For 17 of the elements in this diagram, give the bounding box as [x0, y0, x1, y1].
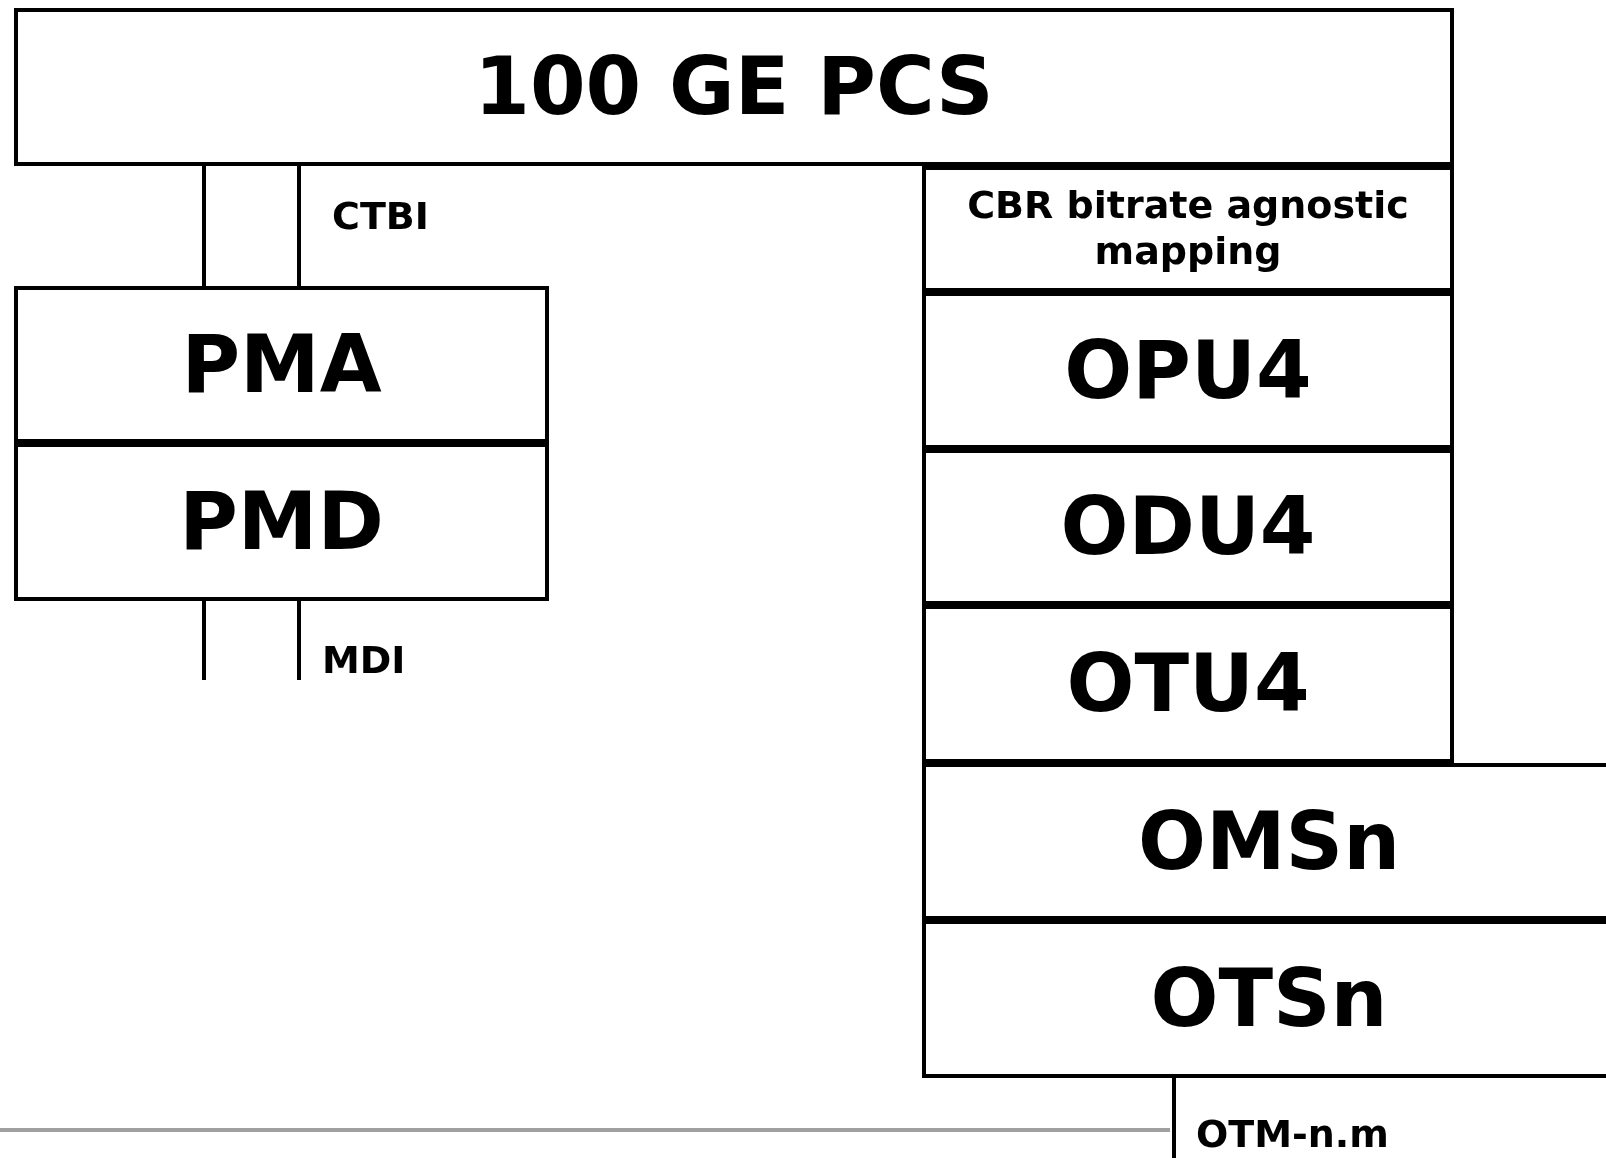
connector-line — [202, 166, 206, 286]
interface-label: CTBI — [332, 193, 429, 240]
layer-box: OTSn — [922, 920, 1606, 1078]
interface-label: MDI — [322, 637, 406, 684]
layer-box: PMD — [14, 443, 549, 601]
layer-box: ODU4 — [922, 449, 1454, 605]
connector-line — [297, 601, 301, 680]
layer-box: OTU4 — [922, 605, 1454, 763]
layer-box: PMA — [14, 286, 549, 443]
layer-box: OMSn — [922, 763, 1606, 920]
layer-box: OPU4 — [922, 292, 1454, 449]
connector-line — [202, 601, 206, 680]
layer-box: 100 GE PCS — [14, 8, 1454, 166]
connector-line — [1172, 1078, 1176, 1158]
interface-label: OTM-n.m — [1196, 1111, 1389, 1158]
layer-box: CBR bitrate agnostic mapping — [922, 166, 1454, 292]
connector-line — [297, 166, 301, 286]
